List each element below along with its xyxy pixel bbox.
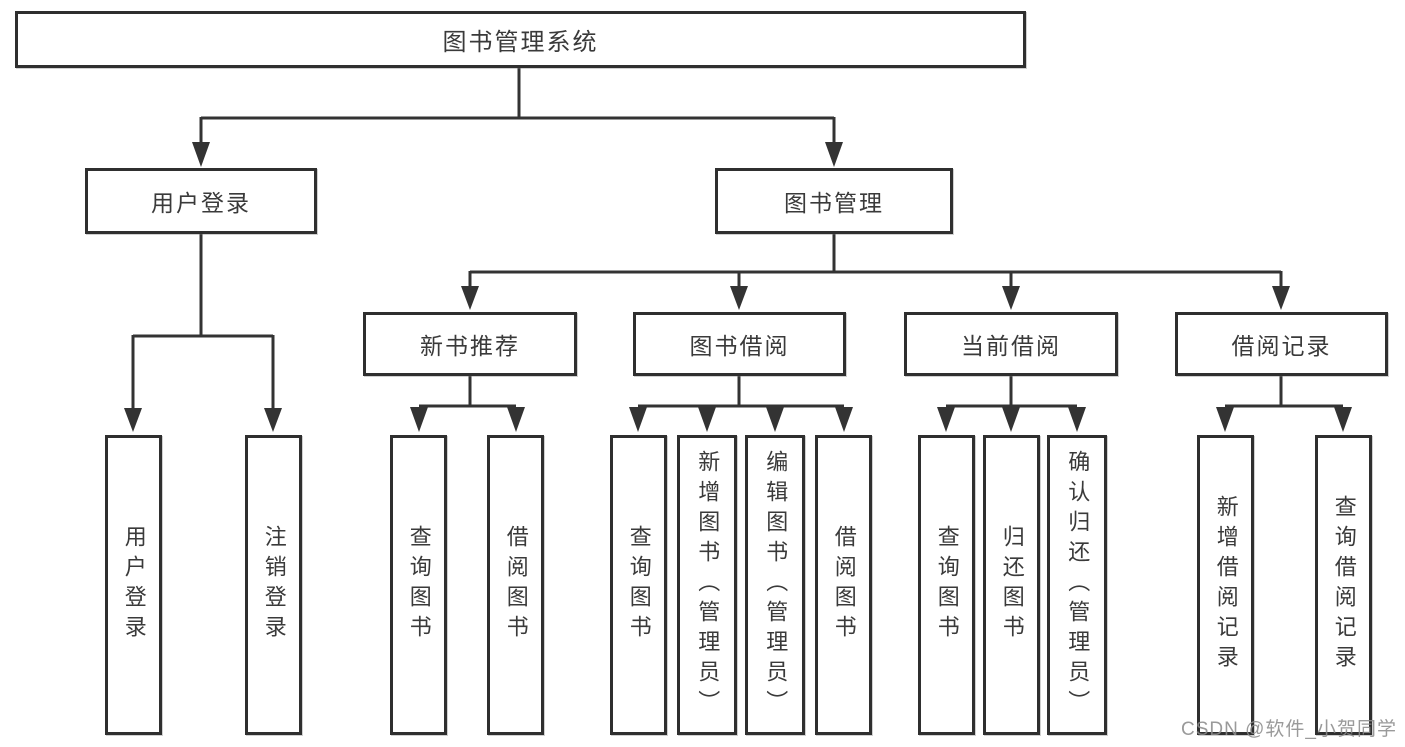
leaf-confirm-return-admin-label: 确认归还（管理员） [1065, 450, 1091, 720]
leaf-add-book-admin: 新增图书（管理员） [677, 435, 737, 735]
leaf-query-books-recommend-label: 查询图书 [406, 525, 432, 645]
node-book-borrowing: 图书借阅 [633, 312, 846, 376]
leaf-return-book: 归还图书 [983, 435, 1040, 735]
leaf-logout-label: 注销登录 [261, 525, 287, 645]
leaf-borrow-books-recommend: 借阅图书 [487, 435, 544, 735]
node-current-borrowing: 当前借阅 [904, 312, 1118, 376]
leaf-add-borrow-record-label: 新增借阅记录 [1213, 495, 1239, 675]
node-borrowing-records: 借阅记录 [1175, 312, 1388, 376]
leaf-query-books-borrowing: 查询图书 [610, 435, 667, 735]
node-user-login: 用户登录 [85, 168, 317, 234]
leaf-query-books-recommend: 查询图书 [390, 435, 447, 735]
leaf-query-books-current: 查询图书 [918, 435, 975, 735]
leaf-borrow-books-borrowing-label: 借阅图书 [831, 525, 857, 645]
leaf-query-borrow-record-label: 查询借阅记录 [1331, 495, 1357, 675]
leaf-add-book-admin-label: 新增图书（管理员） [695, 450, 721, 720]
leaf-query-books-borrowing-label: 查询图书 [626, 525, 652, 645]
leaf-edit-book-admin: 编辑图书（管理员） [745, 435, 805, 735]
leaf-user-login-label: 用户登录 [121, 525, 147, 645]
leaf-edit-book-admin-label: 编辑图书（管理员） [763, 450, 789, 720]
node-book-management: 图书管理 [715, 168, 953, 234]
node-library-management-system: 图书管理系统 [15, 11, 1026, 68]
leaf-query-books-current-label: 查询图书 [934, 525, 960, 645]
leaf-confirm-return-admin: 确认归还（管理员） [1047, 435, 1107, 735]
leaf-borrow-books-borrowing: 借阅图书 [815, 435, 872, 735]
leaf-borrow-books-recommend-label: 借阅图书 [503, 525, 529, 645]
leaf-add-borrow-record: 新增借阅记录 [1197, 435, 1254, 735]
leaf-logout: 注销登录 [245, 435, 302, 735]
leaf-user-login: 用户登录 [105, 435, 162, 735]
node-new-book-recommendation: 新书推荐 [363, 312, 577, 376]
leaf-query-borrow-record: 查询借阅记录 [1315, 435, 1372, 735]
leaf-return-book-label: 归还图书 [999, 525, 1025, 645]
arrowheads [124, 142, 1352, 432]
csdn-watermark: CSDN @软件_小贺同学 [1181, 719, 1397, 740]
